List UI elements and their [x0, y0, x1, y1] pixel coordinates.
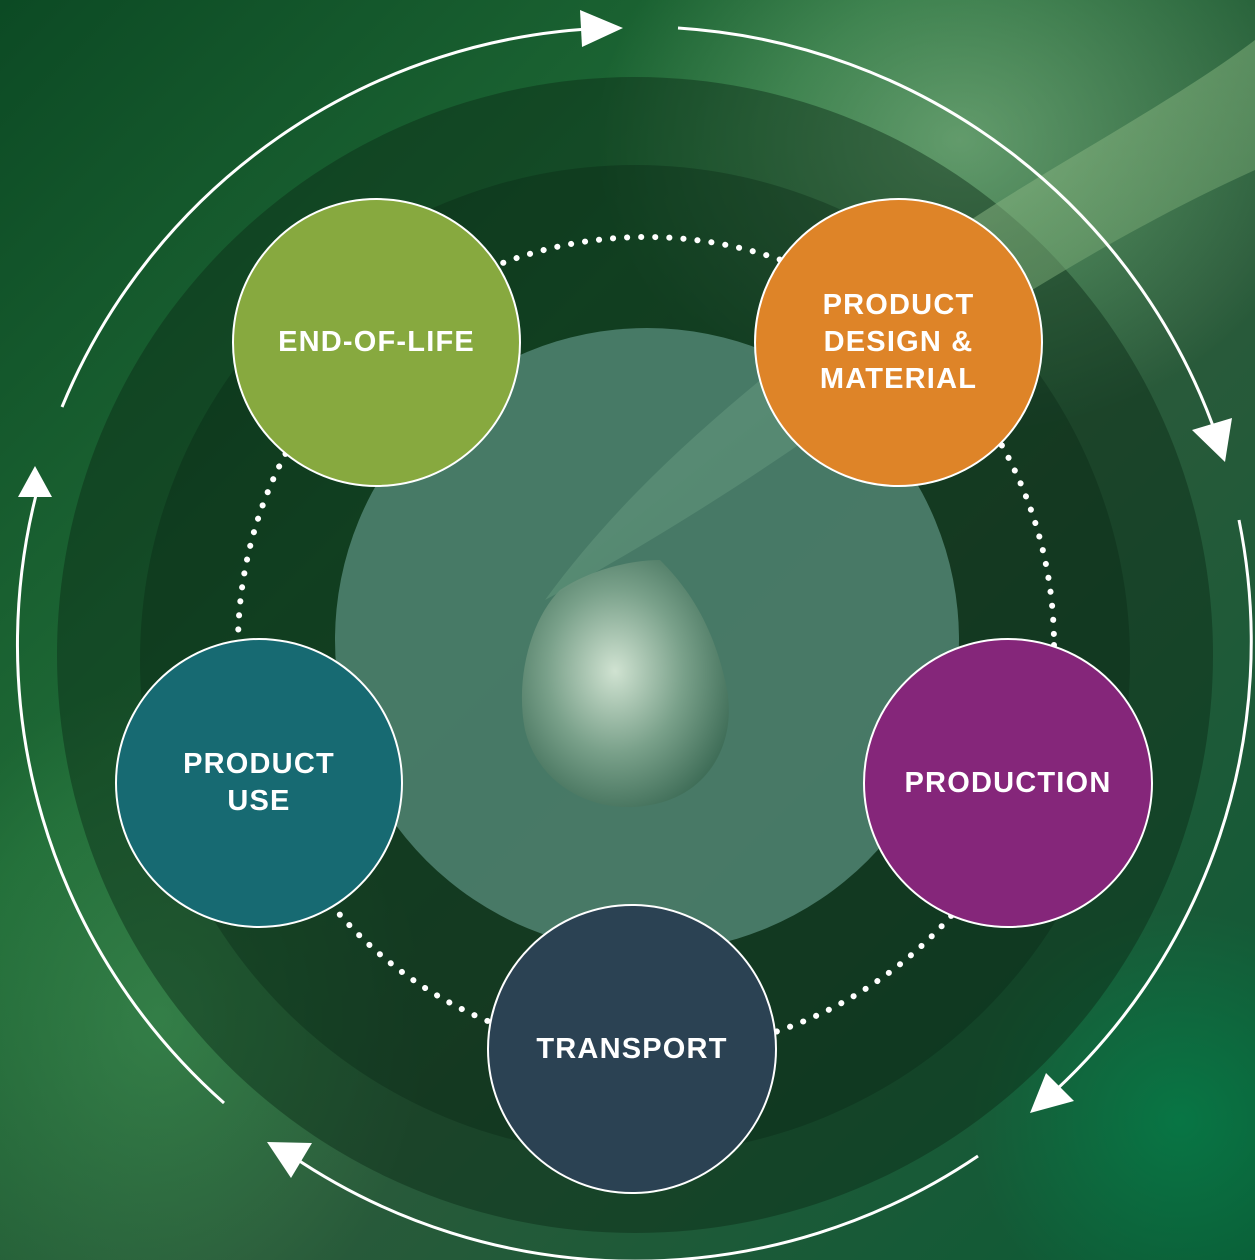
- stage-node-transport[interactable]: TRANSPORT: [487, 904, 777, 1194]
- stage-node-end-of-life[interactable]: END-OF-LIFE: [232, 198, 521, 487]
- stage-node-production[interactable]: PRODUCTION: [863, 638, 1153, 928]
- arrow-arc-bottom: [291, 1154, 979, 1260]
- stage-label-transport: TRANSPORT: [536, 1032, 728, 1065]
- arrow-arc-right-upper: [677, 26, 1220, 441]
- stage-label-product-use: PRODUCT USE: [183, 748, 335, 817]
- stage-label-production: PRODUCTION: [904, 766, 1112, 799]
- arrow-heads: [18, 10, 1232, 1178]
- arrowhead-right: [1192, 418, 1232, 462]
- stage-node-product-design[interactable]: PRODUCT DESIGN & MATERIAL: [754, 198, 1043, 487]
- arrowhead-top-right: [580, 10, 623, 47]
- arrowhead-bottom-right: [1030, 1073, 1074, 1113]
- stage-node-product-use[interactable]: PRODUCT USE: [115, 638, 403, 928]
- outer-cycle-arrows: [15, 26, 1253, 1260]
- arrow-arc-right-lower: [1044, 519, 1253, 1102]
- arrowhead-left: [18, 466, 52, 497]
- water-drop-illustration: [521, 560, 729, 808]
- arrowhead-bottom-left: [267, 1142, 312, 1178]
- arrow-arc-left: [15, 479, 225, 1105]
- stage-label-product-design: PRODUCT DESIGN & MATERIAL: [819, 289, 978, 395]
- stage-label-end-of-life: END-OF-LIFE: [278, 326, 475, 358]
- arrow-arc-top: [60, 26, 609, 408]
